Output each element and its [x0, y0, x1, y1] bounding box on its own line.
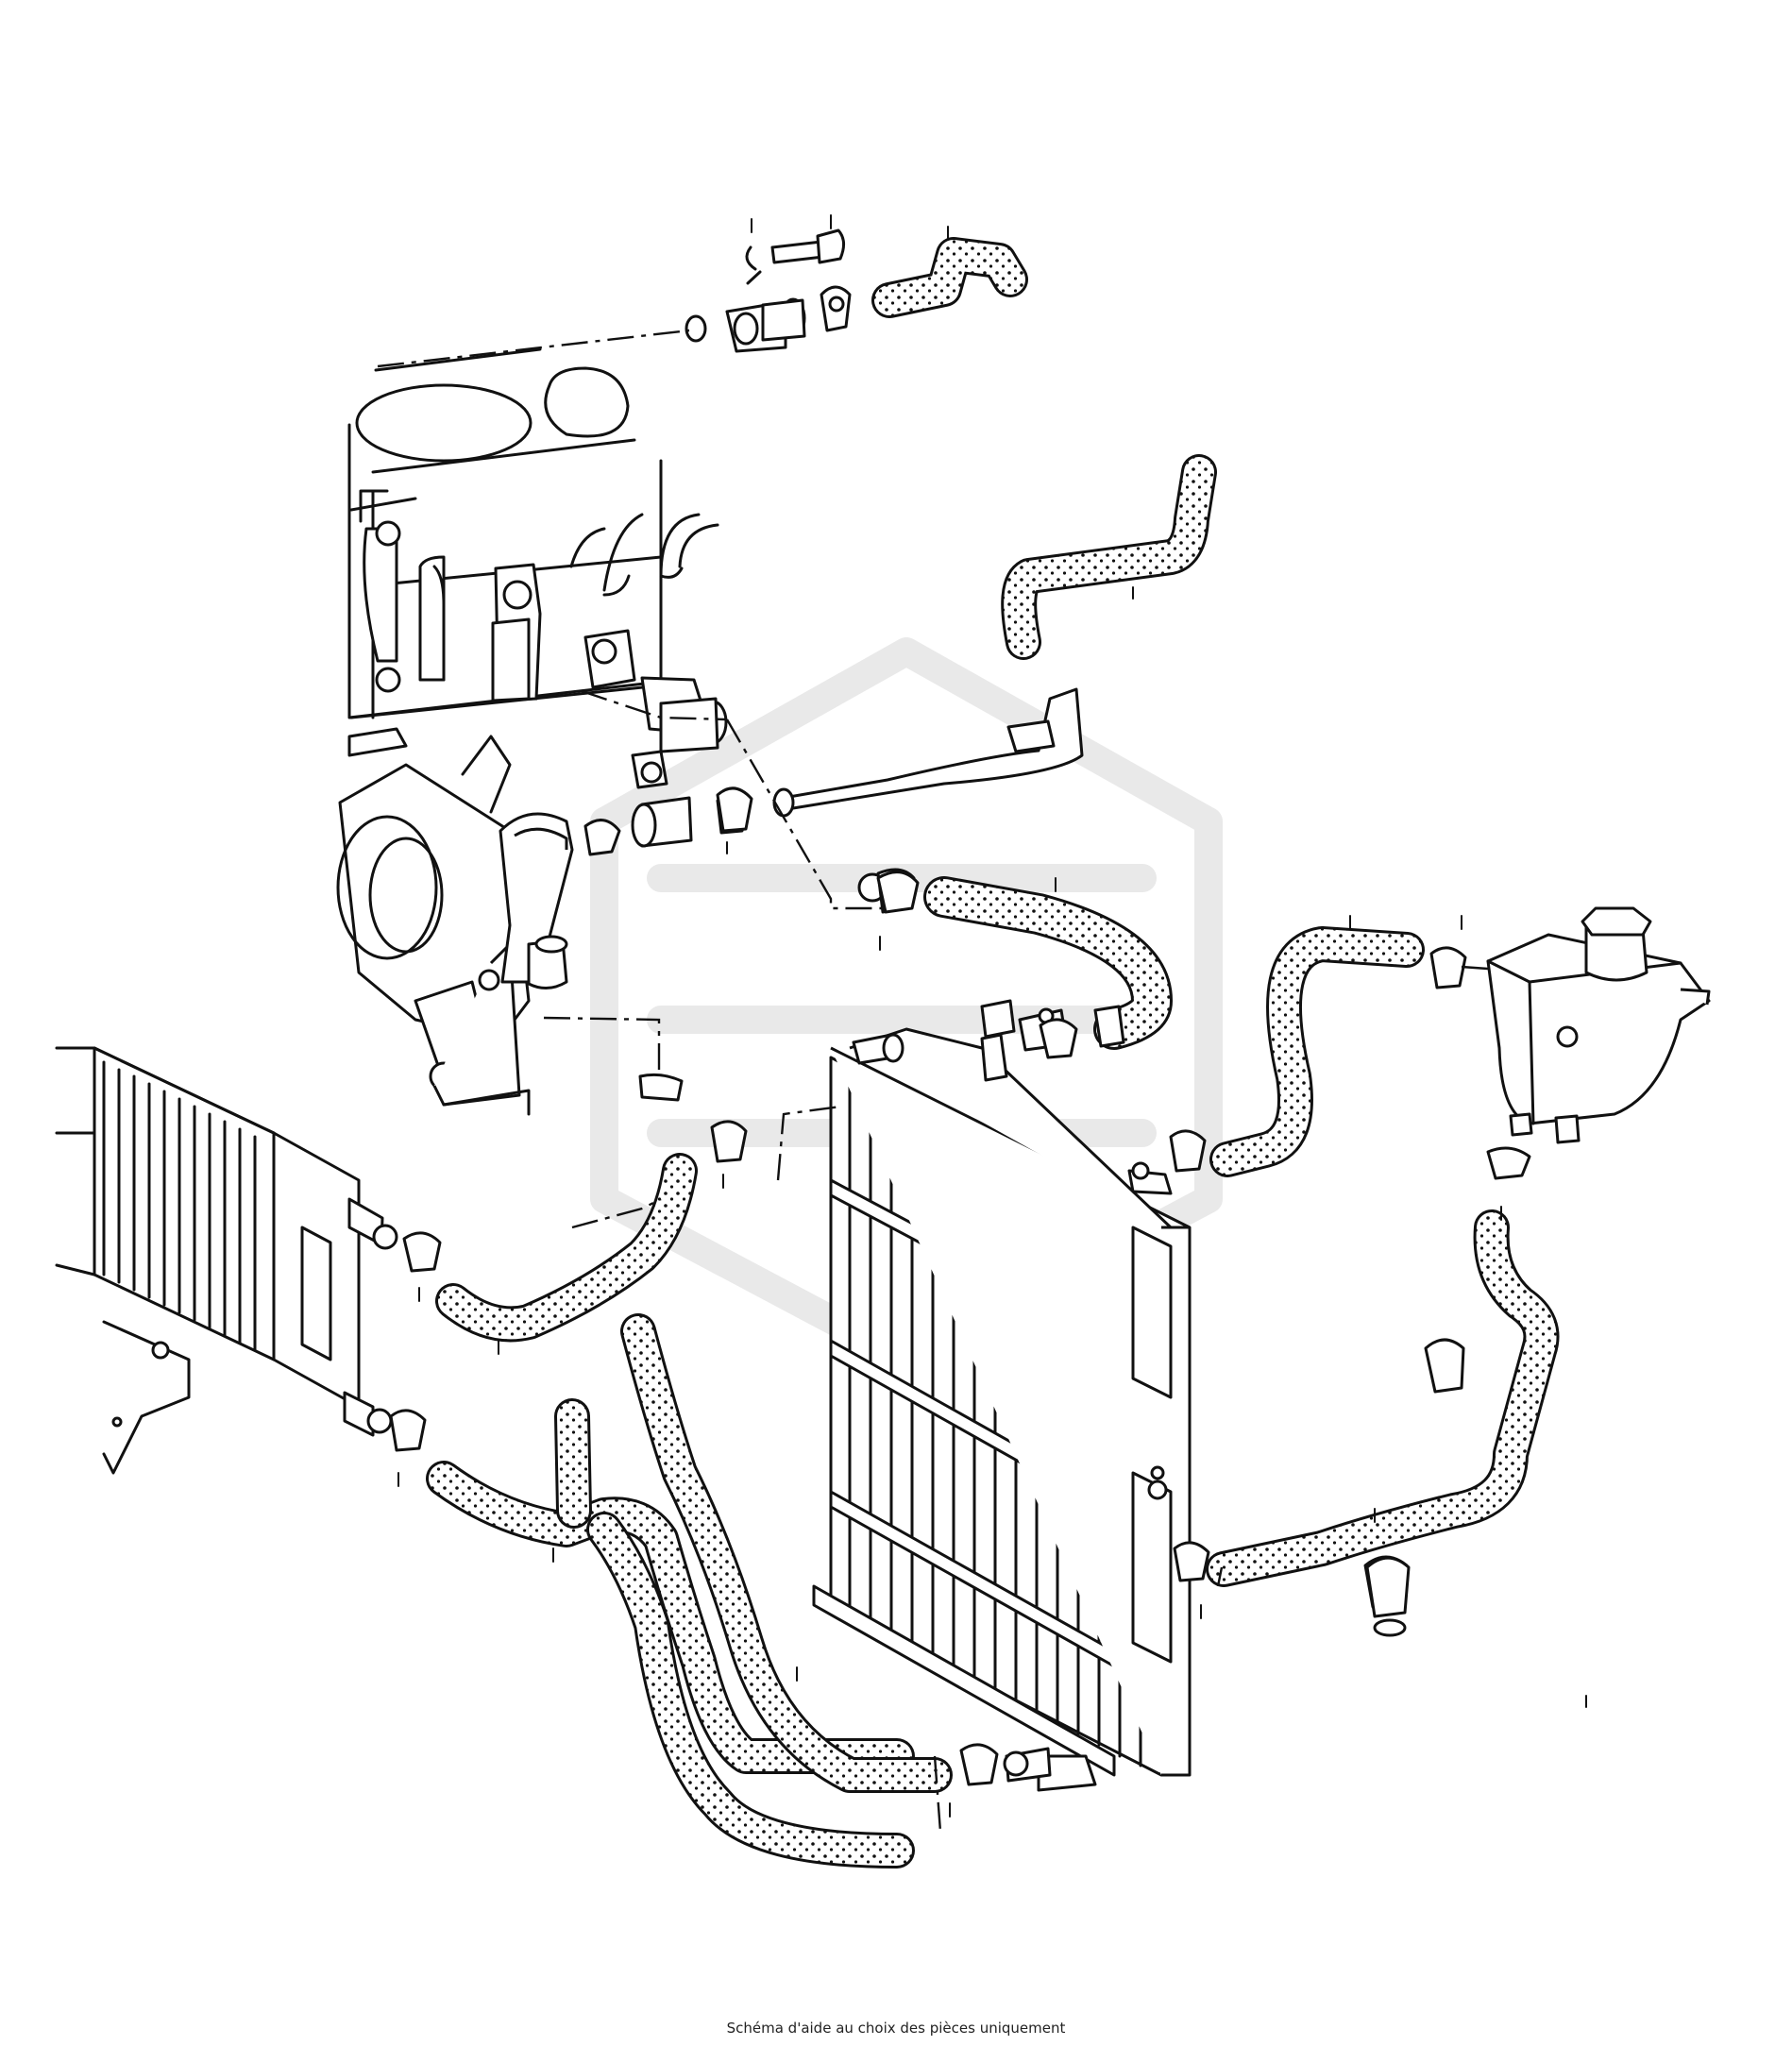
expansion-tank-hoses — [1206, 926, 1560, 1587]
diagram-caption: Schéma d'aide au choix des pièces unique… — [726, 2020, 1066, 2037]
radiator-upper-hose — [923, 876, 1173, 1050]
radiator — [812, 1007, 1192, 1792]
engine-front-cover — [336, 735, 531, 1116]
upper-radiator-hose — [1001, 454, 1217, 660]
heater-hoses — [426, 1153, 953, 1869]
top-parts — [685, 228, 852, 353]
coolant-pipe — [772, 687, 1084, 818]
reference-ticks — [397, 214, 1587, 1818]
radiator-connectors — [852, 999, 1150, 1783]
expansion-tank — [1486, 906, 1711, 1144]
retaining-clip — [1365, 1556, 1411, 1637]
leader-lines — [377, 329, 1489, 1833]
heater-core — [55, 1046, 398, 1475]
upper-bypass-hose — [871, 237, 1028, 318]
thermostat-housing — [499, 812, 574, 989]
engine-block — [347, 347, 719, 757]
